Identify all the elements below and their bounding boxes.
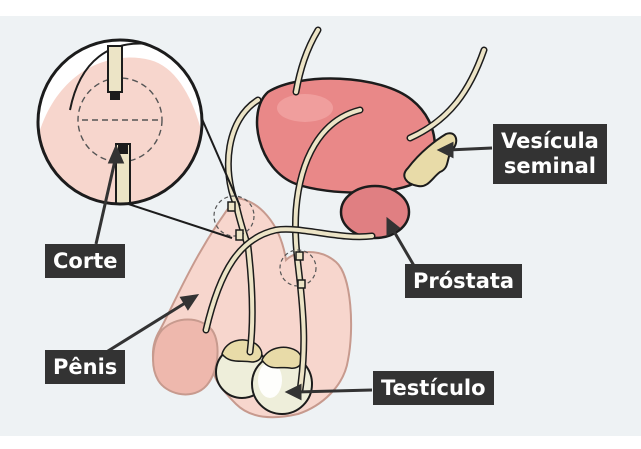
label-testiculo: Testículo bbox=[373, 371, 494, 405]
label-vesicula-line2: seminal bbox=[503, 154, 596, 178]
label-penis: Pênis bbox=[45, 350, 126, 384]
bladder-highlight bbox=[277, 94, 333, 122]
cut-marks bbox=[227, 201, 306, 289]
magnified-inset bbox=[36, 38, 204, 206]
testicle-highlight bbox=[258, 362, 282, 398]
label-corte: Corte bbox=[45, 244, 126, 278]
glans bbox=[152, 318, 219, 396]
label-prostata: Próstata bbox=[405, 264, 523, 298]
seminal-vesicle bbox=[403, 132, 458, 188]
cut-zone-left bbox=[213, 195, 255, 237]
label-vesicula-seminal: Vesícula seminal bbox=[493, 124, 607, 184]
vas-deferens-ducts bbox=[202, 26, 488, 394]
label-vesicula-line1: Vesícula bbox=[501, 129, 599, 153]
prostate bbox=[339, 184, 411, 240]
